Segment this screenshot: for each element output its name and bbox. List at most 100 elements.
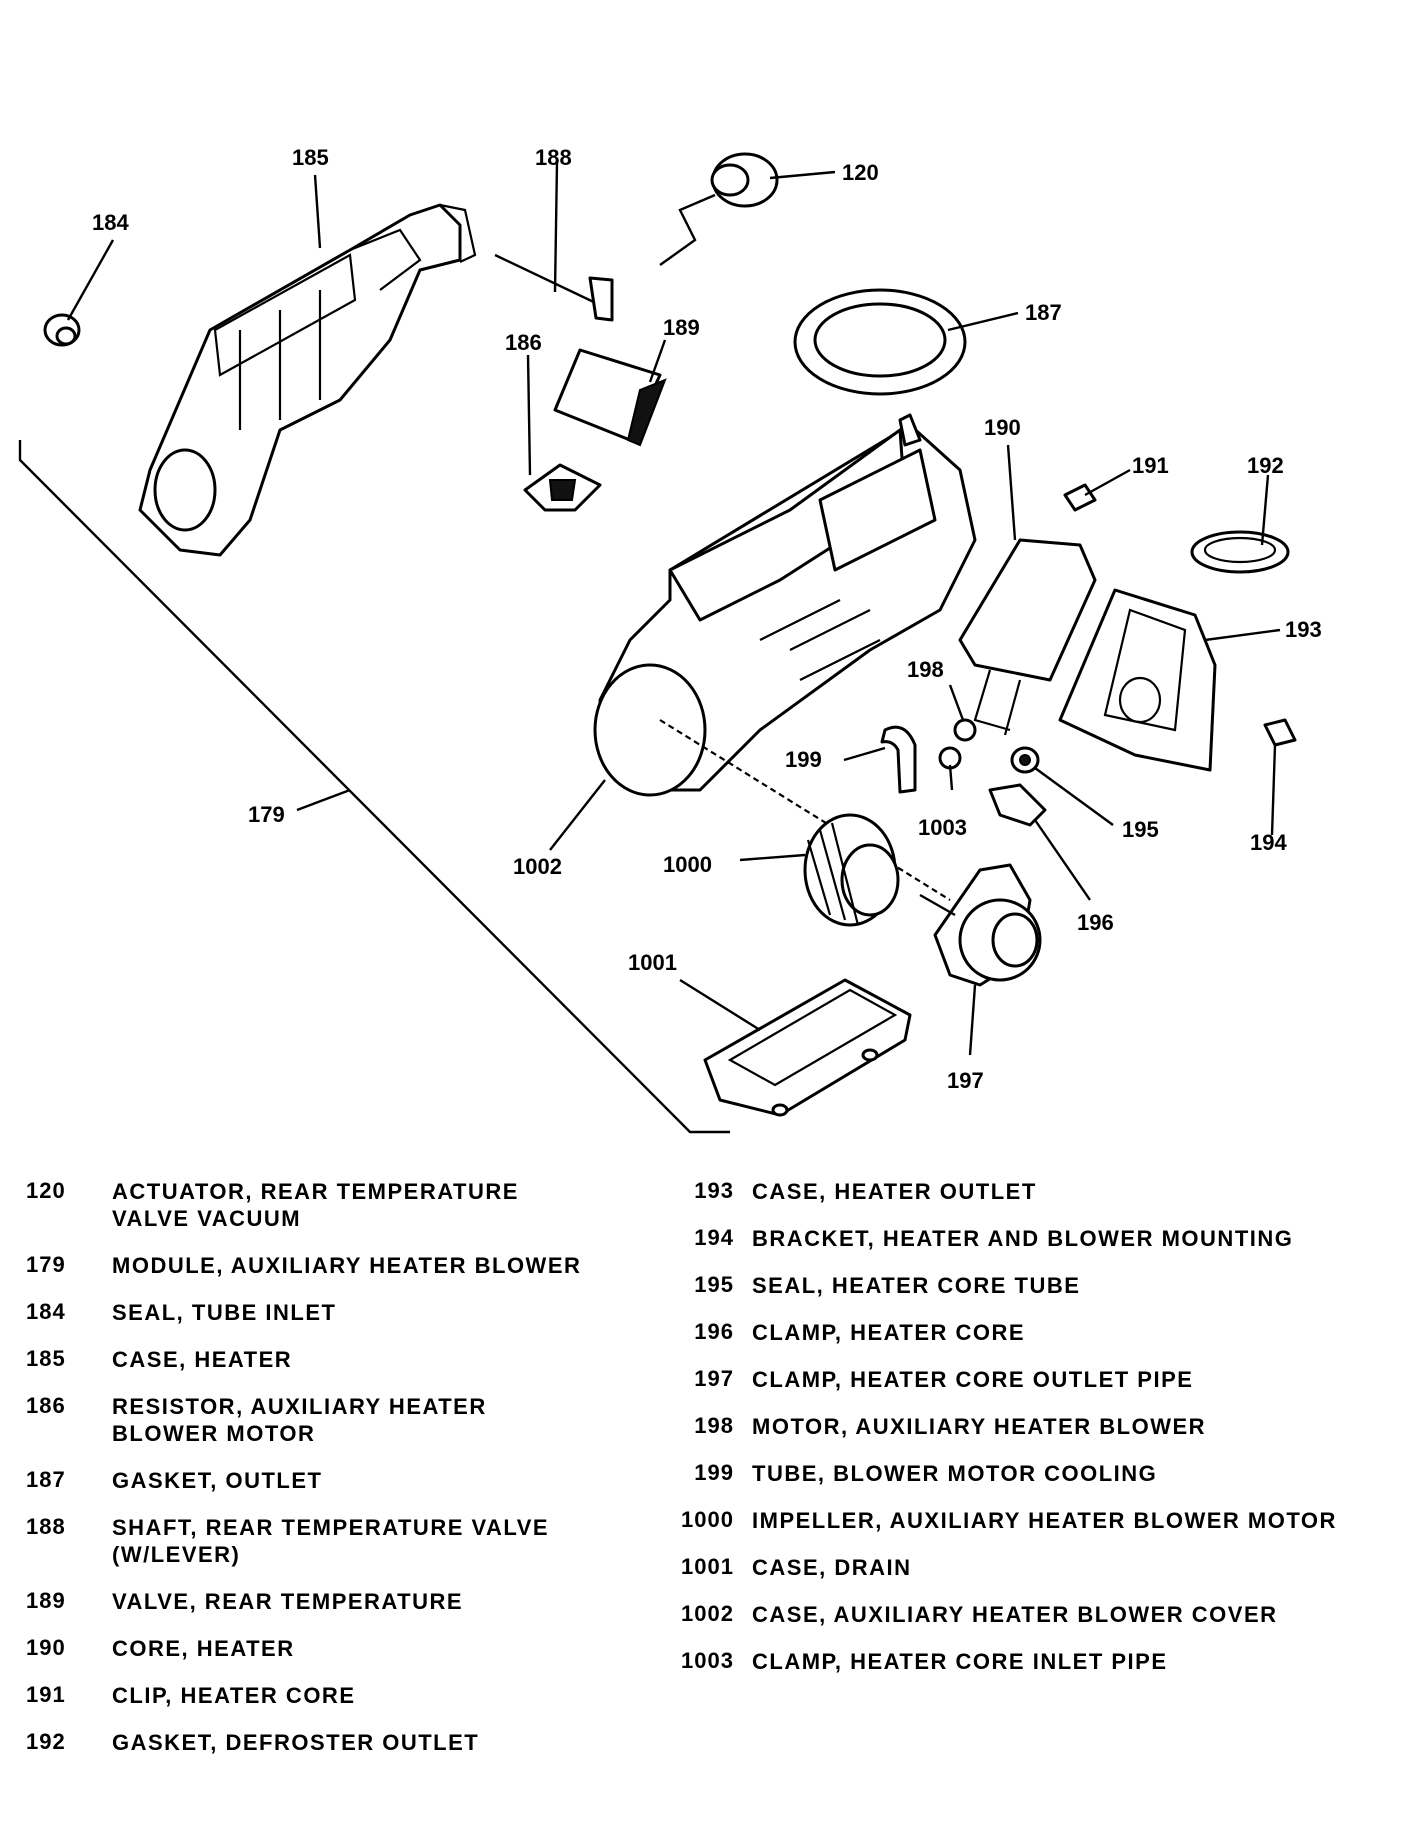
callout-194: 194 xyxy=(1250,830,1287,855)
legend-number: 199 xyxy=(694,1460,734,1485)
legend-row-186: 186 RESISTOR, AUXILIARY HEATER BLOWER MOT… xyxy=(26,1393,726,1447)
part-194-bracket xyxy=(1263,718,1297,747)
callout-197: 198 xyxy=(907,657,944,682)
legend-description: CASE, AUXILIARY HEATER BLOWER COVER xyxy=(752,1602,1278,1627)
callout-193: 193 xyxy=(1285,617,1322,642)
legend-description: CLAMP, HEATER CORE xyxy=(752,1320,1026,1345)
callout-189: 189 xyxy=(663,315,700,340)
legend-description: IMPELLER, AUXILIARY HEATER BLOWER MOTOR xyxy=(752,1508,1337,1533)
legend-number: 188 xyxy=(26,1514,66,1539)
legend-description: ACTUATOR, REAR TEMPERATURE VALVE VACUUM xyxy=(112,1179,519,1231)
part-1001-drain-case xyxy=(703,978,912,1117)
callout-198: 197 xyxy=(947,1068,984,1093)
callout-1000: 1000 xyxy=(663,852,712,877)
callout-187: 187 xyxy=(1025,300,1062,325)
part-198-blower-motor xyxy=(919,863,1042,987)
callout-195: 195 xyxy=(1122,817,1159,842)
part-120-actuator xyxy=(659,152,779,266)
legend-row-188: 188 SHAFT, REAR TEMPERATURE VALVE (W/LEVE… xyxy=(26,1514,726,1568)
callout-191: 191 xyxy=(1132,453,1169,478)
legend-row-185: 185 CASE, HEATER xyxy=(26,1346,726,1373)
part-199-cooling-tube xyxy=(880,725,917,794)
legend-row-1001: 1001 CASE, DRAIN xyxy=(660,1554,1360,1581)
legend-number: 192 xyxy=(26,1729,66,1754)
exploded-parts-diagram: 185 184 188 120 187 186 189 190 191 192 … xyxy=(18,145,1322,1134)
legend-number: 179 xyxy=(26,1252,66,1277)
legend-description: GASKET, DEFROSTER OUTLET xyxy=(112,1730,480,1755)
legend-row-187: 187 GASKET, OUTLET xyxy=(26,1467,726,1494)
legend-description: SHAFT, REAR TEMPERATURE VALVE (W/LEVER) xyxy=(112,1515,550,1567)
legend-description: CORE, HEATER xyxy=(112,1636,295,1661)
leader-lines xyxy=(66,161,1281,1056)
legend-row-191: 191 CLIP, HEATER CORE xyxy=(26,1682,726,1709)
legend-row-120: 120 ACTUATOR, REAR TEMPERATURE VALVE VACU… xyxy=(26,1178,726,1232)
part-188-shaft-with-lever xyxy=(494,253,614,322)
part-195-seal xyxy=(1010,746,1040,774)
legend-number: 1001 xyxy=(681,1554,734,1579)
module-179-bracket-line xyxy=(18,440,730,1134)
legend-row-196: 196 CLAMP, HEATER CORE xyxy=(660,1319,1360,1346)
part-184-seal-tube-inlet xyxy=(43,313,81,347)
legend-description: GASKET, OUTLET xyxy=(112,1468,323,1493)
legend-description: CASE, DRAIN xyxy=(752,1555,912,1580)
assembly-axis-line xyxy=(659,719,951,901)
legend-number: 193 xyxy=(694,1178,734,1203)
legend-description: MODULE, AUXILIARY HEATER BLOWER xyxy=(112,1253,582,1278)
legend-number: 196 xyxy=(694,1319,734,1344)
callout-199: 199 xyxy=(785,747,822,772)
part-190-heater-core xyxy=(958,538,1097,736)
part-1000-impeller xyxy=(803,813,900,927)
parts-legend-right: 193 CASE, HEATER OUTLET 194 BRACKET, HEATE… xyxy=(660,1178,1360,1695)
callout-185: 185 xyxy=(292,145,329,170)
part-196-clamp xyxy=(988,783,1047,827)
callout-1003: 1003 xyxy=(918,815,967,840)
legend-description: CLAMP, HEATER CORE OUTLET PIPE xyxy=(752,1367,1194,1392)
callout-179: 179 xyxy=(248,802,285,827)
legend-number: 187 xyxy=(26,1467,66,1492)
callout-120: 120 xyxy=(842,160,879,185)
part-186-resistor xyxy=(523,463,602,512)
legend-row-194: 194 BRACKET, HEATER AND BLOWER MOUNTING xyxy=(660,1225,1360,1252)
legend-number: 1003 xyxy=(681,1648,734,1673)
part-192-gasket xyxy=(1190,530,1290,574)
callout-188: 188 xyxy=(535,145,572,170)
legend-number: 186 xyxy=(26,1393,66,1418)
legend-row-199: 199 TUBE, BLOWER MOTOR COOLING xyxy=(660,1460,1360,1487)
legend-number: 185 xyxy=(26,1346,66,1371)
legend-description: CASE, HEATER xyxy=(112,1347,293,1372)
legend-description: BRACKET, HEATER AND BLOWER MOUNTING xyxy=(752,1226,1294,1251)
legend-description: SEAL, TUBE INLET xyxy=(112,1300,337,1325)
legend-description: CASE, HEATER OUTLET xyxy=(752,1179,1037,1204)
legend-description: CLIP, HEATER CORE xyxy=(112,1683,356,1708)
main-blower-housing xyxy=(593,413,977,797)
part-197-clamp xyxy=(953,718,977,742)
legend-number: 197 xyxy=(694,1366,734,1391)
parts-legend-left: 120 ACTUATOR, REAR TEMPERATURE VALVE VACU… xyxy=(26,1178,726,1776)
legend-number: 190 xyxy=(26,1635,66,1660)
legend-number: 191 xyxy=(26,1682,66,1707)
legend-row-192: 192 GASKET, DEFROSTER OUTLET xyxy=(26,1729,726,1756)
callout-196: 196 xyxy=(1077,910,1114,935)
part-185-heater-case xyxy=(138,203,477,557)
legend-row-1000: 1000 IMPELLER, AUXILIARY HEATER BLOWER MO… xyxy=(660,1507,1360,1534)
legend-description: TUBE, BLOWER MOTOR COOLING xyxy=(752,1461,1158,1486)
legend-number: 198 xyxy=(694,1413,734,1438)
legend-description: RESISTOR, AUXILIARY HEATER BLOWER MOTOR xyxy=(112,1394,487,1446)
legend-number: 120 xyxy=(26,1178,66,1203)
callout-186: 186 xyxy=(505,330,542,355)
legend-number: 194 xyxy=(694,1225,734,1250)
legend-number: 195 xyxy=(694,1272,734,1297)
legend-number: 1000 xyxy=(681,1507,734,1532)
callout-192: 192 xyxy=(1247,453,1284,478)
part-187-gasket-outlet xyxy=(793,288,967,396)
callout-190: 190 xyxy=(984,415,1021,440)
part-189-rear-temperature-valve xyxy=(553,348,667,447)
part-193-heater-outlet-case xyxy=(1058,588,1217,772)
legend-description: CLAMP, HEATER CORE INLET PIPE xyxy=(752,1649,1168,1674)
legend-row-190: 190 CORE, HEATER xyxy=(26,1635,726,1662)
callout-1002: 1002 xyxy=(513,854,562,879)
